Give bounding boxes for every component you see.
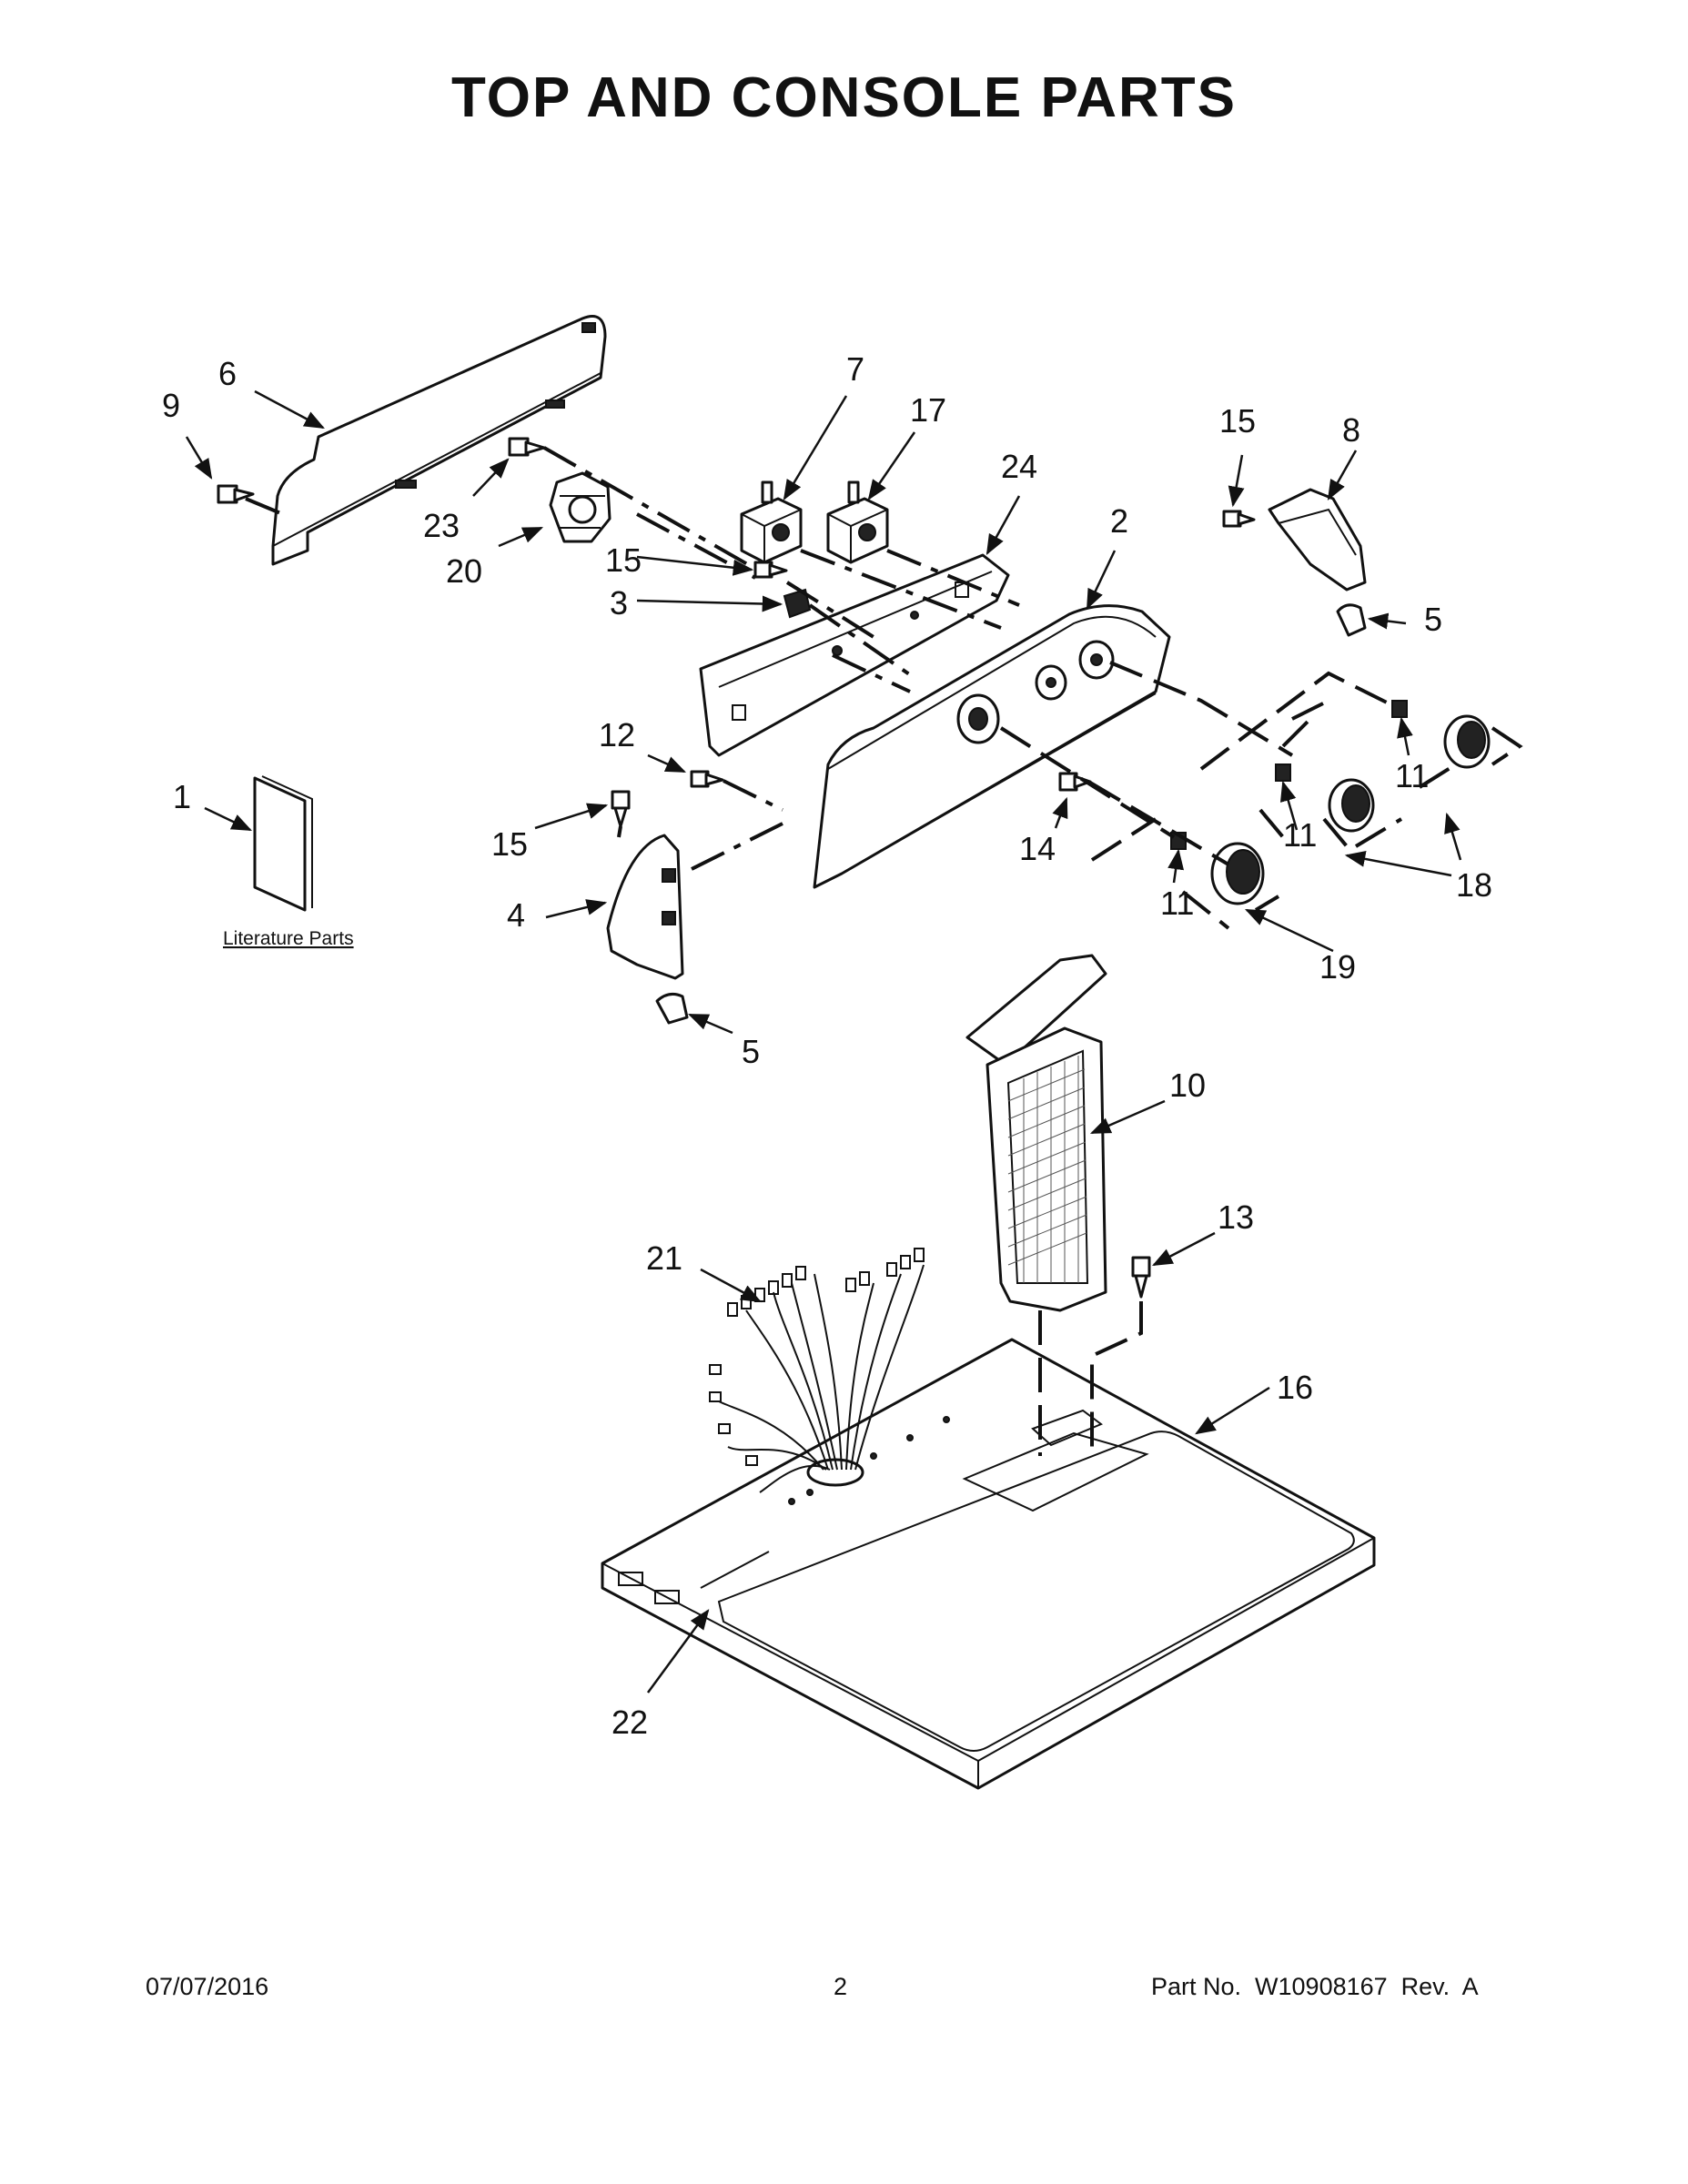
callout-18: 18	[1456, 866, 1492, 904]
part-8-end-cap-right	[1268, 488, 1367, 592]
callout-17: 17	[910, 391, 946, 429]
callout-13: 13	[1218, 1198, 1254, 1236]
part-18-knob-upper	[1443, 714, 1491, 769]
footer-page-number: 2	[834, 1973, 848, 2000]
callout-10: 10	[1169, 1067, 1206, 1104]
callout-11a: 11	[1160, 885, 1194, 922]
part-5-clip-left	[655, 992, 689, 1025]
part-6-rear-console-panel	[271, 315, 607, 566]
callout-5a: 5	[1424, 601, 1442, 638]
part-10-lint-screen	[965, 954, 1107, 1312]
part-9-screw	[217, 484, 255, 504]
part-24-bracket	[699, 553, 1010, 757]
callout-15a: 15	[605, 541, 642, 579]
part-7-switch	[740, 480, 803, 564]
callout-2: 2	[1110, 502, 1128, 540]
literature-parts-label: Literature Parts	[223, 928, 354, 949]
assembly-lines	[245, 446, 1523, 1456]
callout-12: 12	[599, 716, 635, 753]
callout-20: 20	[446, 552, 482, 590]
callout-9: 9	[162, 387, 180, 424]
part-15-screw-left	[611, 790, 631, 828]
callout-1: 1	[173, 778, 191, 815]
callout-labels: 6 9 23 20 15 3 7 17 24 2 15 8 5 12 1 15 …	[162, 350, 1492, 1741]
footer-part-number: Part No. W10908167 Rev. A	[1151, 1973, 1479, 2000]
callout-15b: 15	[491, 825, 528, 863]
callout-7: 7	[846, 350, 864, 388]
part-11-coupler-b	[1275, 763, 1291, 782]
part-18-knob-lower	[1328, 778, 1375, 833]
callout-3: 3	[610, 584, 628, 622]
page-title: TOP AND CONSOLE PARTS	[450, 66, 1237, 129]
part-15-screw-center	[753, 561, 788, 579]
callout-8: 8	[1342, 411, 1360, 449]
leader-arrows	[185, 389, 1462, 1694]
part-14-screw	[1058, 772, 1092, 792]
part-17-switch	[826, 480, 889, 564]
part-23-screw	[508, 437, 546, 457]
callout-21: 21	[646, 1239, 682, 1277]
callout-11b: 11	[1283, 816, 1317, 854]
part-11-coupler-c	[1391, 700, 1408, 718]
part-15-screw-right	[1222, 510, 1256, 528]
callout-22: 22	[612, 1704, 648, 1741]
part-12-screw	[690, 770, 724, 788]
callout-4: 4	[507, 896, 525, 934]
part-1-literature	[253, 775, 313, 912]
footer-date: 07/07/2016	[146, 1973, 269, 2000]
part-20-timer	[549, 471, 612, 543]
callout-14: 14	[1019, 830, 1056, 867]
callout-23: 23	[423, 507, 460, 544]
part-4-end-cap-left	[606, 834, 684, 980]
callout-24: 24	[1001, 448, 1037, 485]
part-2-console	[813, 604, 1171, 889]
callout-15c: 15	[1219, 402, 1256, 440]
callout-5b: 5	[742, 1033, 760, 1070]
callout-19: 19	[1319, 948, 1356, 986]
callout-16: 16	[1277, 1369, 1313, 1406]
part-19-knob	[1210, 842, 1265, 905]
callout-11c: 11	[1395, 757, 1429, 794]
part-13-screw	[1131, 1256, 1151, 1299]
part-3-clip	[783, 588, 812, 619]
part-5-clip-right	[1336, 603, 1367, 637]
callout-6: 6	[218, 355, 237, 392]
part-16-top-panel	[601, 1338, 1376, 1790]
